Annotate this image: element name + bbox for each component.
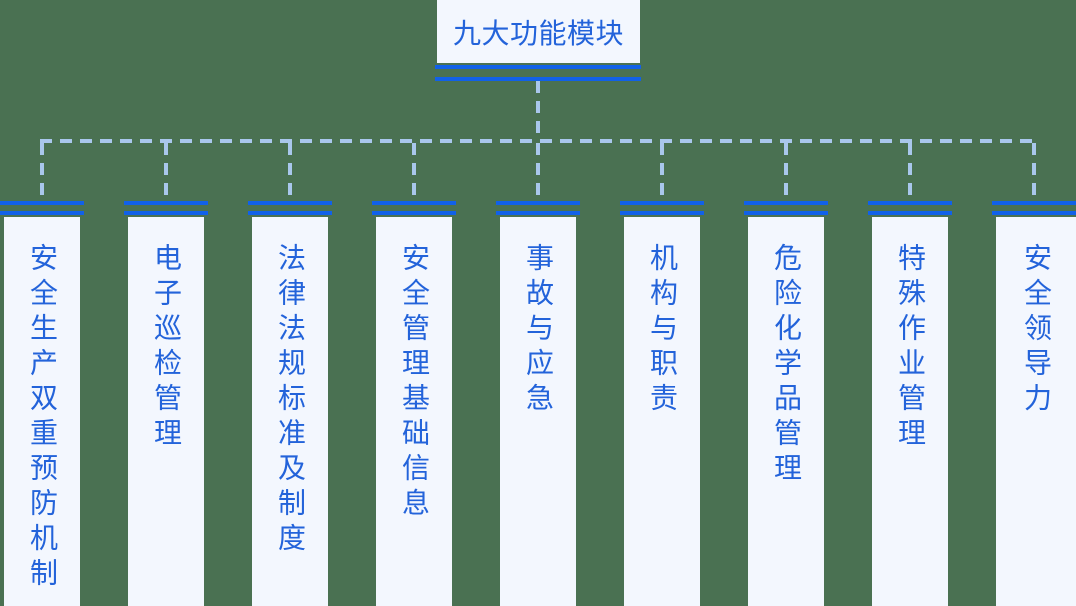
module-topline-1 [992,201,1076,205]
module-topline-1 [248,201,332,205]
module-label: 法律法规标准及制度 [275,243,306,558]
root-underline-bottom [435,77,641,81]
module-label: 安全领导力 [1021,243,1052,418]
module-label: 电子巡检管理 [151,243,182,453]
module-column: 安全管理基础信息 [372,139,456,606]
module-connector-line [164,143,168,201]
module-connector-line [908,143,912,201]
module-connector-line [784,143,788,201]
module-column: 法律法规标准及制度 [248,139,332,606]
module-topline-2 [744,211,828,215]
module-label: 安全生产双重预防机制 [27,243,58,593]
module-topline-2 [248,211,332,215]
module-box: 危险化学品管理 [748,217,824,606]
module-topline-1 [372,201,456,205]
module-column: 安全领导力 [992,139,1076,606]
module-column: 安全生产双重预防机制 [0,139,84,606]
module-box: 安全生产双重预防机制 [4,217,80,606]
module-connector-line [40,143,44,201]
module-topline-1 [124,201,208,205]
module-topline-1 [0,201,84,205]
module-column: 事故与应急 [496,139,580,606]
module-topline-2 [124,211,208,215]
module-box: 安全管理基础信息 [376,217,452,606]
module-column: 电子巡检管理 [124,139,208,606]
module-column: 危险化学品管理 [744,139,828,606]
module-box: 法律法规标准及制度 [252,217,328,606]
module-column: 机构与职责 [620,139,704,606]
module-box: 电子巡检管理 [128,217,204,606]
module-label: 事故与应急 [523,243,554,418]
module-box: 特殊作业管理 [872,217,948,606]
module-connector-line [660,143,664,201]
root-node-label: 九大功能模块 [452,17,624,49]
module-box: 事故与应急 [500,217,576,606]
module-topline-2 [372,211,456,215]
module-topline-2 [992,211,1076,215]
root-connector-line [536,81,540,139]
module-topline-2 [620,211,704,215]
module-connector-line [1032,143,1036,201]
module-label: 危险化学品管理 [771,243,802,488]
module-topline-1 [744,201,828,205]
module-topline-1 [620,201,704,205]
module-column: 特殊作业管理 [868,139,952,606]
module-topline-2 [0,211,84,215]
module-label: 安全管理基础信息 [399,243,430,523]
module-box: 机构与职责 [624,217,700,606]
module-box: 安全领导力 [996,217,1076,606]
module-label: 特殊作业管理 [895,243,926,453]
module-topline-1 [496,201,580,205]
module-connector-line [536,143,540,201]
module-topline-2 [496,211,580,215]
root-node: 九大功能模块 [437,0,640,63]
module-label: 机构与职责 [647,243,678,418]
branch-horizontal-line [40,139,1036,143]
module-topline-1 [868,201,952,205]
module-connector-line [288,143,292,201]
module-connector-line [412,143,416,201]
root-underline-top [435,65,641,69]
module-topline-2 [868,211,952,215]
